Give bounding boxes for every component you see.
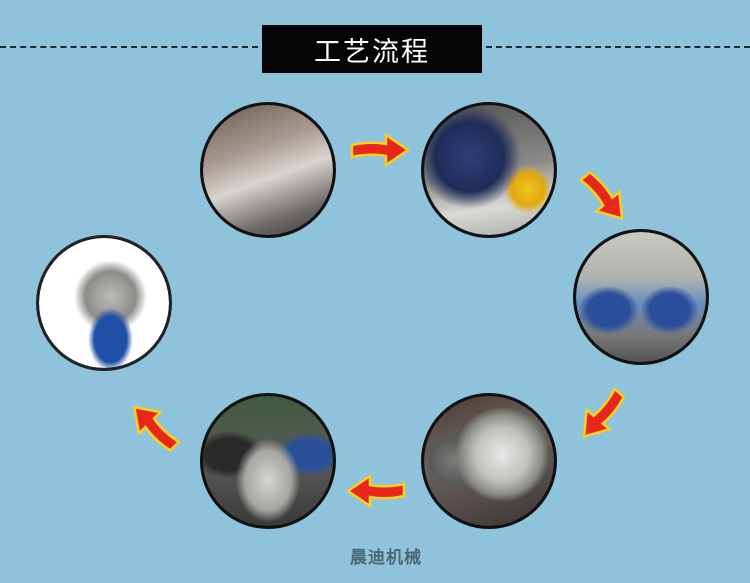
arrow-up-left-icon: [122, 395, 186, 459]
step-assembly: [200, 393, 336, 529]
header-dashed-line-right: [486, 46, 750, 48]
arrow-down-left-icon: [571, 382, 633, 448]
arrow-down-right-icon: [573, 164, 635, 230]
step-bending: [573, 229, 709, 365]
watermark-text: 晨迪机械: [350, 548, 422, 568]
arrow-right-icon: [350, 133, 410, 167]
welding-photo: [424, 105, 554, 235]
page-title: 工艺流程: [262, 25, 482, 73]
assembly-photo: [203, 396, 333, 526]
step-plasma-cutting: [200, 102, 336, 238]
step-finished-sieve: [36, 235, 172, 371]
polishing-photo: [424, 396, 554, 526]
bending-photo: [576, 232, 706, 362]
header-dashed-line-left: [0, 46, 258, 48]
finished-sieve-photo: [39, 238, 169, 368]
step-polishing: [421, 393, 557, 529]
page-title-text: 工艺流程: [314, 36, 430, 68]
plasma-cutting-photo: [203, 105, 333, 235]
arrow-left-icon: [346, 474, 406, 508]
step-welding: [421, 102, 557, 238]
